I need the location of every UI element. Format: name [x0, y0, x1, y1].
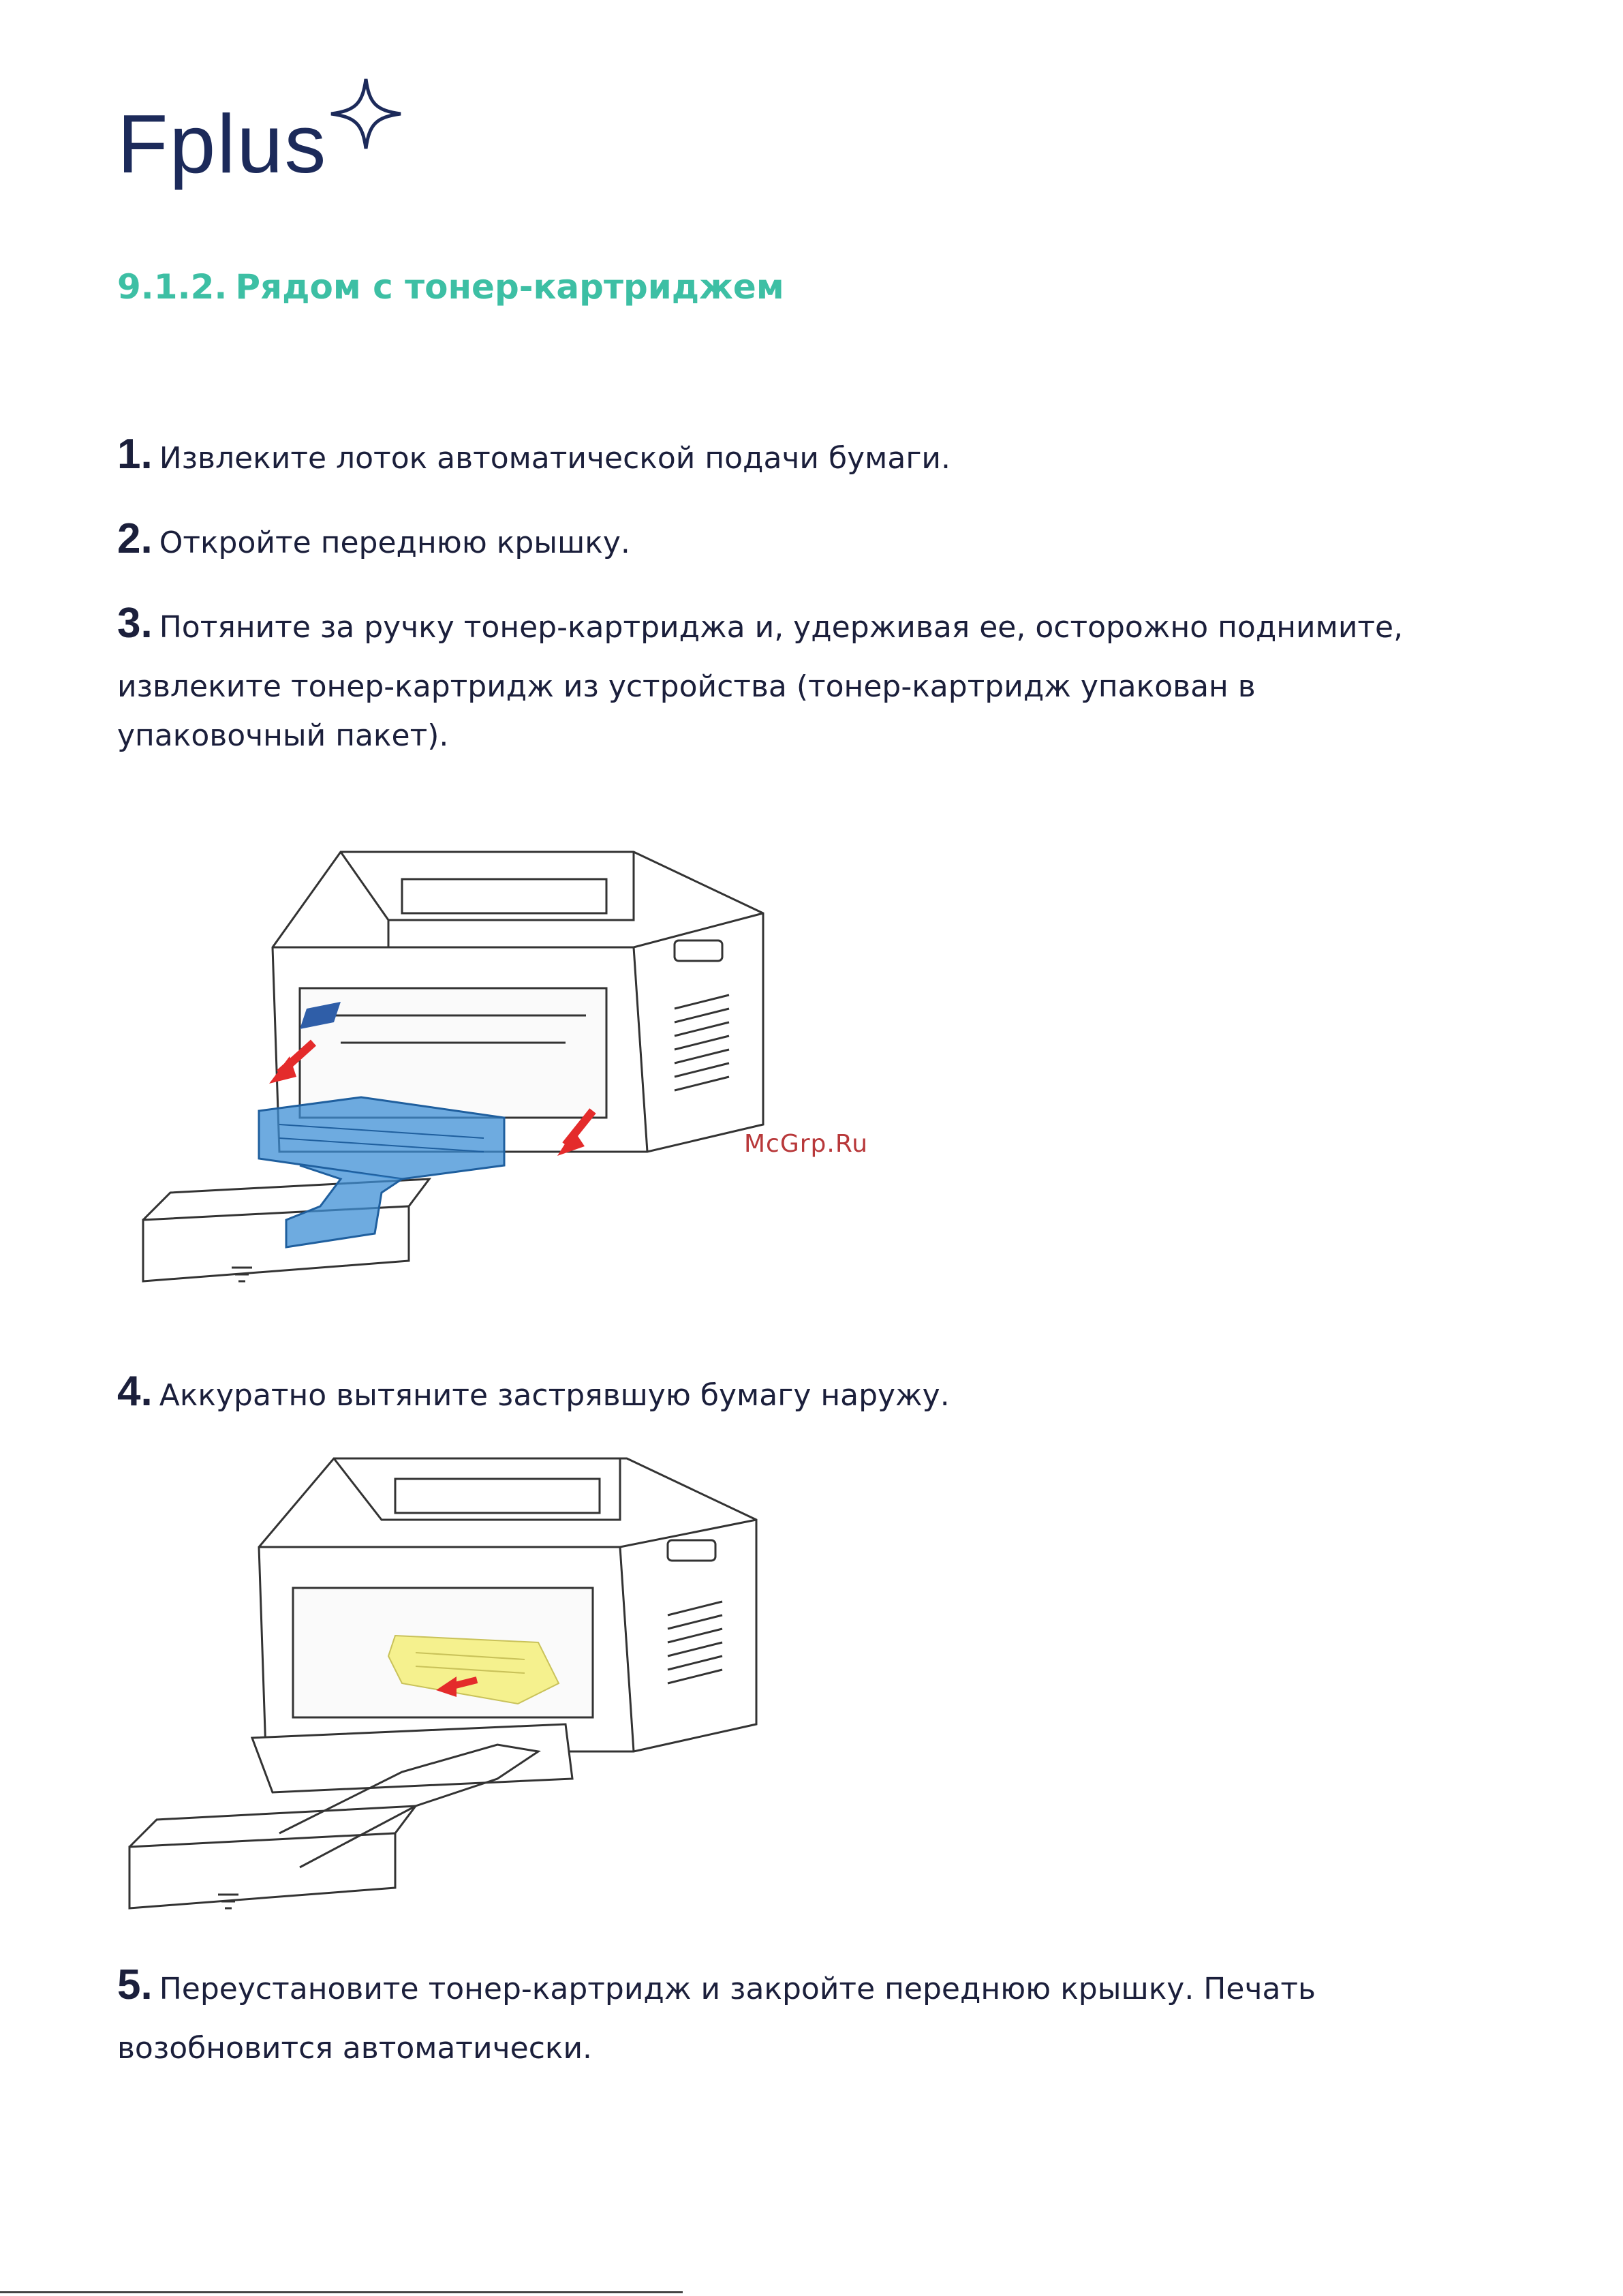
step-text-line2: извлеките тонер-картридж из устройства (… — [117, 669, 1256, 704]
brand-logo: Fplus — [117, 76, 403, 199]
step-text: Извлеките лоток автоматической подачи бу… — [159, 441, 951, 476]
step-2: 2.Откройте переднюю крышку. — [117, 507, 1480, 575]
section-title: Рядом с тонер-картриджем — [235, 267, 784, 307]
step-number: 5. — [117, 1961, 153, 2008]
step-text: Потяните за ручку тонер-картриджа и, уде… — [159, 610, 1404, 645]
section-heading: 9.1.2.Рядом с тонер-картриджем — [117, 267, 784, 307]
step-1: 1.Извлеките лоток автоматической подачи … — [117, 423, 1480, 491]
step-text-line2: возобновится автоматически. — [117, 2031, 593, 2066]
watermark: McGrp.Ru — [744, 1130, 869, 1158]
step-4: 4.Аккуратно вытяните застрявшую бумагу н… — [117, 1360, 1480, 1428]
step-number: 2. — [117, 515, 153, 562]
paper-jam-removal-illustration — [128, 1457, 758, 1910]
step-3: 3.Потяните за ручку тонер-картриджа и, у… — [117, 592, 1480, 761]
direction-arrow-icon — [436, 1677, 478, 1697]
step-number: 3. — [117, 600, 153, 647]
direction-arrow-icon — [269, 1039, 596, 1156]
step-5: 5.Переустановите тонер-картридж и закрой… — [117, 1953, 1480, 2073]
logo-text: Fplus — [117, 97, 328, 190]
section-number: 9.1.2. — [117, 267, 228, 307]
step-number: 4. — [117, 1368, 153, 1415]
step-text-line3: упаковочный пакет). — [117, 718, 449, 753]
step-number: 1. — [117, 431, 153, 478]
step-text: Аккуратно вытяните застрявшую бумагу нар… — [159, 1378, 950, 1413]
sparkle-star-icon — [330, 78, 401, 149]
footer-divider — [0, 2291, 683, 2293]
step-text: Откройте переднюю крышку. — [159, 525, 630, 560]
step-text: Переустановите тонер-картридж и закройте… — [159, 1972, 1316, 2006]
printer-cartridge-removal-illustration — [142, 851, 764, 1283]
toner-cartridge-highlight — [258, 1096, 506, 1249]
